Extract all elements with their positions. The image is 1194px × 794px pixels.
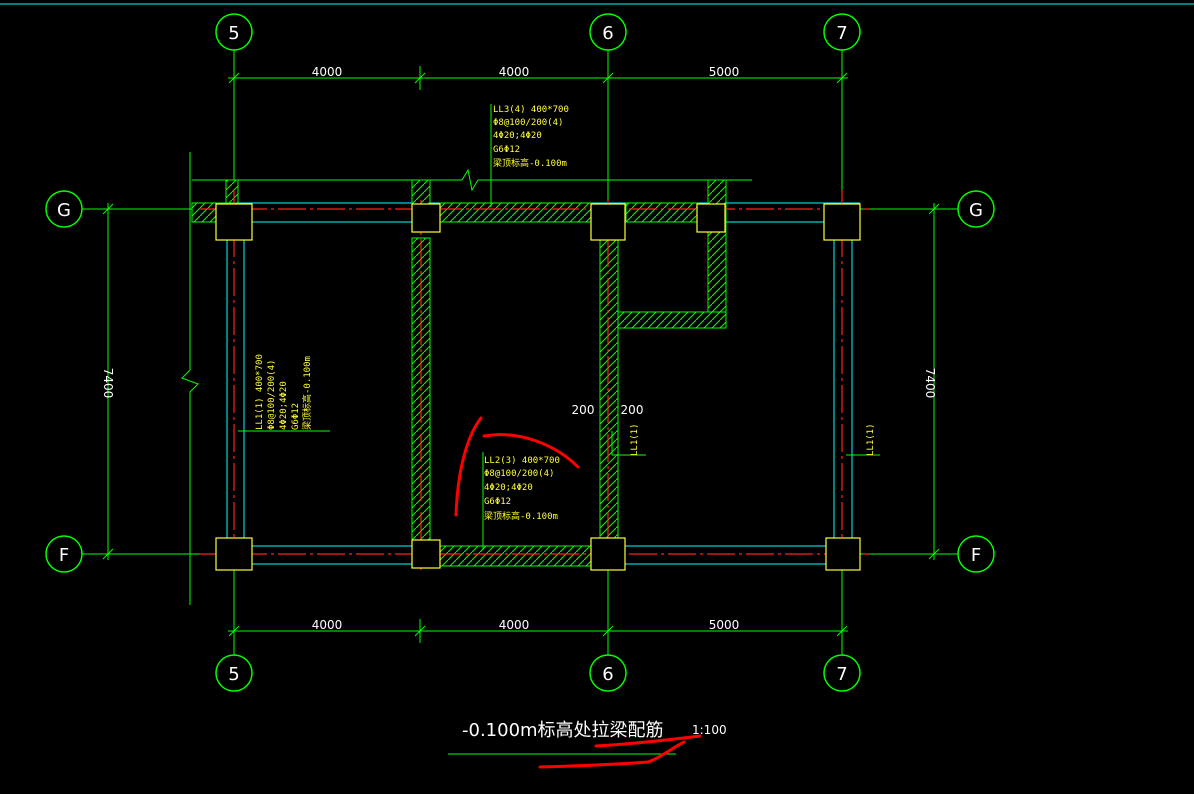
annotation-ll3: LL3(4) 400*700 Φ8@100/200(4) 4Φ20;4Φ20 G…: [493, 105, 569, 169]
axis-bubble-row-G-left: G: [45, 190, 83, 228]
axis-bubble-row-G-right: G: [957, 190, 995, 228]
svg-text:Φ8@100/200(4): Φ8@100/200(4): [493, 118, 563, 128]
dimension-lines: [102, 66, 940, 643]
axis-centerlines: [200, 190, 870, 570]
beam-outlines: [218, 202, 860, 565]
svg-text:5: 5: [228, 23, 239, 44]
svg-text:梁顶标高-0.100m: 梁顶标高-0.100m: [493, 157, 567, 169]
svg-text:4Φ20;4Φ20: 4Φ20;4Φ20: [493, 131, 542, 141]
dim-mid-right: 200: [621, 403, 644, 417]
svg-text:G6Φ12: G6Φ12: [484, 497, 511, 507]
dim-bottom-3: 5000: [709, 618, 740, 632]
svg-text:G: G: [57, 200, 71, 221]
svg-text:7: 7: [836, 664, 847, 685]
column-5-F: [215, 537, 253, 571]
column-5a-F: [411, 539, 441, 569]
svg-text:Φ8@100/200(4): Φ8@100/200(4): [267, 360, 277, 430]
dimension-texts: 4000 4000 5000 4000 4000 5000 7400 7400 …: [101, 65, 937, 632]
axis-bubble-col-7-top: 7: [823, 13, 861, 51]
svg-text:Φ8@100/200(4): Φ8@100/200(4): [484, 469, 554, 479]
svg-text:梁顶标高-0.100m: 梁顶标高-0.100m: [484, 510, 558, 522]
column-6-F: [590, 537, 626, 571]
columns: [215, 203, 861, 571]
svg-text:G: G: [969, 200, 983, 221]
dim-left: 7400: [101, 368, 115, 399]
svg-text:G6Φ12: G6Φ12: [291, 403, 301, 430]
leader-lines: [238, 104, 880, 550]
svg-text:7: 7: [836, 23, 847, 44]
axis-bubble-col-6-bottom: 6: [589, 654, 627, 692]
axis-bubble-col-5-top: 5: [215, 13, 253, 51]
dim-bottom-2: 4000: [499, 618, 530, 632]
red-markup: [454, 416, 702, 769]
axis-bubble-col-6-top: 6: [589, 13, 627, 51]
svg-text:6: 6: [602, 23, 613, 44]
axis-extension-lines: [82, 50, 958, 655]
dim-top-2: 4000: [499, 65, 530, 79]
ll1-tag-b: LL1(1): [866, 423, 876, 456]
column-6a-G: [696, 203, 726, 233]
dim-bottom-1: 4000: [312, 618, 343, 632]
svg-text:LL1(1) 400*700: LL1(1) 400*700: [255, 354, 265, 430]
svg-text:LL2(3) 400*700: LL2(3) 400*700: [484, 456, 560, 466]
dim-right: 7400: [923, 368, 937, 399]
svg-text:4Φ20;4Φ20: 4Φ20;4Φ20: [279, 381, 289, 430]
column-7-G: [823, 203, 861, 241]
column-5a-G: [411, 203, 441, 233]
axis-bubble-row-F-right: F: [957, 535, 995, 573]
svg-text:F: F: [59, 545, 69, 566]
annotation-ll1: LL1(1) 400*700 Φ8@100/200(4) 4Φ20;4Φ20 G…: [255, 354, 313, 430]
axis-bubble-col-5-bottom: 5: [215, 654, 253, 692]
svg-text:F: F: [971, 545, 981, 566]
drawing-title: -0.100m标高处拉梁配筋: [462, 720, 664, 741]
column-6-G: [590, 203, 626, 241]
axis-bubble-col-7-bottom: 7: [823, 654, 861, 692]
ll1-tag-a: LL1(1): [630, 423, 640, 456]
dim-mid-left: 200: [572, 403, 595, 417]
drawing-scale: 1:100: [692, 723, 727, 737]
dim-top-1: 4000: [312, 65, 343, 79]
svg-text:梁顶标高-0.100m: 梁顶标高-0.100m: [301, 356, 313, 430]
svg-text:G6Φ12: G6Φ12: [493, 145, 520, 155]
svg-text:5: 5: [228, 664, 239, 685]
svg-text:LL3(4) 400*700: LL3(4) 400*700: [493, 105, 569, 115]
svg-text:6: 6: [602, 664, 613, 685]
column-5-G: [215, 203, 253, 241]
column-7-F: [825, 537, 861, 571]
dim-top-3: 5000: [709, 65, 740, 79]
axis-bubble-row-F-left: F: [45, 535, 83, 573]
svg-text:4Φ20;4Φ20: 4Φ20;4Φ20: [484, 483, 533, 493]
annotation-ll2: LL2(3) 400*700 Φ8@100/200(4) 4Φ20;4Φ20 G…: [484, 456, 560, 522]
